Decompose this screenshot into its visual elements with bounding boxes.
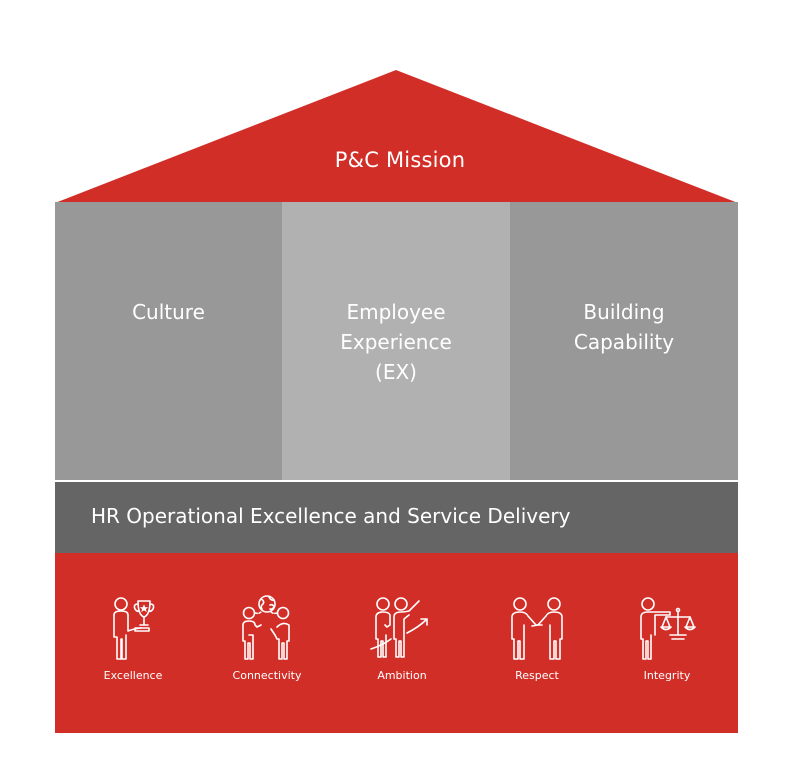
value-integrity: Integrity	[612, 595, 722, 682]
person-trophy-icon	[113, 597, 155, 660]
value-connectivity: Connectivity	[212, 595, 322, 682]
mission-title: P&C Mission	[334, 148, 466, 172]
pillars: Culture Employee Experience (EX) Buildin…	[55, 202, 738, 480]
pillar-building-capability: Building Capability	[510, 202, 738, 480]
value-ambition: Ambition	[347, 595, 457, 682]
pillar-culture: Culture	[55, 202, 282, 480]
pillar-label: Culture	[132, 300, 205, 324]
value-label: Connectivity	[232, 669, 302, 682]
divider-line	[55, 480, 738, 482]
value-label: Ambition	[377, 669, 427, 682]
value-label: Integrity	[643, 669, 691, 682]
foundation-band: HR Operational Excellence and Service De…	[55, 482, 738, 553]
value-label: Excellence	[103, 669, 163, 682]
handshake-icon	[511, 597, 563, 660]
value-label: Respect	[515, 669, 559, 682]
values-base: Excellence Connectivity	[55, 553, 738, 733]
person-scales-icon	[640, 597, 696, 660]
value-respect: Respect	[482, 595, 592, 682]
pillar-employee-experience: Employee Experience (EX)	[282, 202, 510, 480]
people-arrow-icon	[370, 597, 428, 658]
people-globe-icon	[242, 595, 290, 660]
pillar-label: Employee Experience (EX)	[340, 300, 452, 384]
pillar-label: Building Capability	[573, 300, 675, 354]
foundation-label: HR Operational Excellence and Service De…	[91, 504, 571, 528]
roof-triangle	[55, 70, 738, 203]
value-excellence: Excellence	[78, 595, 188, 682]
